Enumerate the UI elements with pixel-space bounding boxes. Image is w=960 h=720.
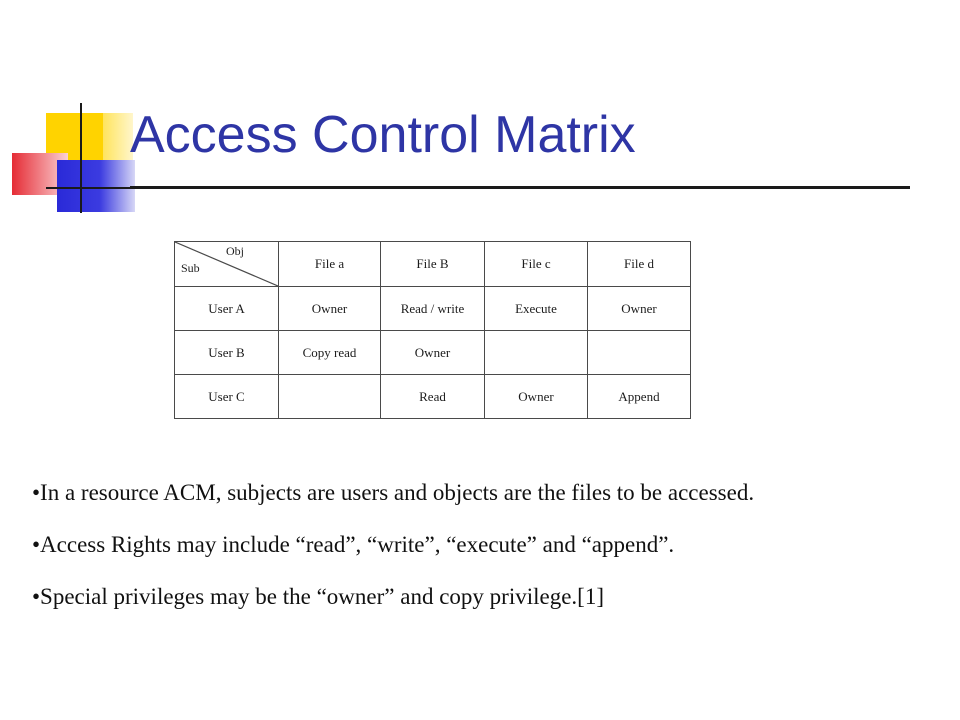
matrix-cell: Copy read: [278, 330, 381, 375]
matrix-cell: Owner: [587, 286, 691, 331]
table-row: User B Copy read Owner: [174, 330, 691, 375]
corner-sub-label: Sub: [181, 261, 200, 275]
column-header: File c: [484, 241, 588, 287]
matrix-cell: Owner: [278, 286, 381, 331]
bullet-item: •In a resource ACM, subjects are users a…: [32, 480, 755, 505]
corner-diagonal: [175, 242, 278, 286]
bullet-list: •In a resource ACM, subjects are users a…: [32, 476, 932, 632]
matrix-cell: [484, 330, 588, 375]
bullet-item: •Special privileges may be the “owner” a…: [32, 584, 604, 609]
row-header: User C: [174, 374, 279, 419]
title-underline: [130, 186, 910, 189]
logo-blue-square: [57, 160, 135, 212]
table-row: User A Owner Read / write Execute Owner: [174, 286, 691, 331]
matrix-cell: [587, 330, 691, 375]
matrix-cell: Append: [587, 374, 691, 419]
corner-obj-label: Obj: [226, 244, 244, 258]
bullet-item: •Access Rights may include “read”, “writ…: [32, 532, 675, 557]
matrix-cell: Execute: [484, 286, 588, 331]
access-control-matrix-table: Obj Sub File a File B File c File d User…: [174, 241, 691, 419]
table-row: User C Read Owner Append: [174, 374, 691, 419]
row-header: User B: [174, 330, 279, 375]
row-header: User A: [174, 286, 279, 331]
logo-vertical-line: [80, 103, 82, 213]
logo-horizontal-line: [46, 187, 136, 189]
matrix-cell: Owner: [380, 330, 485, 375]
column-header: File d: [587, 241, 691, 287]
matrix-cell: Read: [380, 374, 485, 419]
matrix-cell: Owner: [484, 374, 588, 419]
matrix-cell: [278, 374, 381, 419]
column-header: File a: [278, 241, 381, 287]
corner-cell: Obj Sub: [174, 241, 279, 287]
column-header: File B: [380, 241, 485, 287]
matrix-cell: Read / write: [380, 286, 485, 331]
table-header-row: Obj Sub File a File B File c File d: [174, 241, 691, 287]
slide-logo-decoration: [0, 0, 140, 220]
slide-title: Access Control Matrix: [130, 106, 636, 164]
